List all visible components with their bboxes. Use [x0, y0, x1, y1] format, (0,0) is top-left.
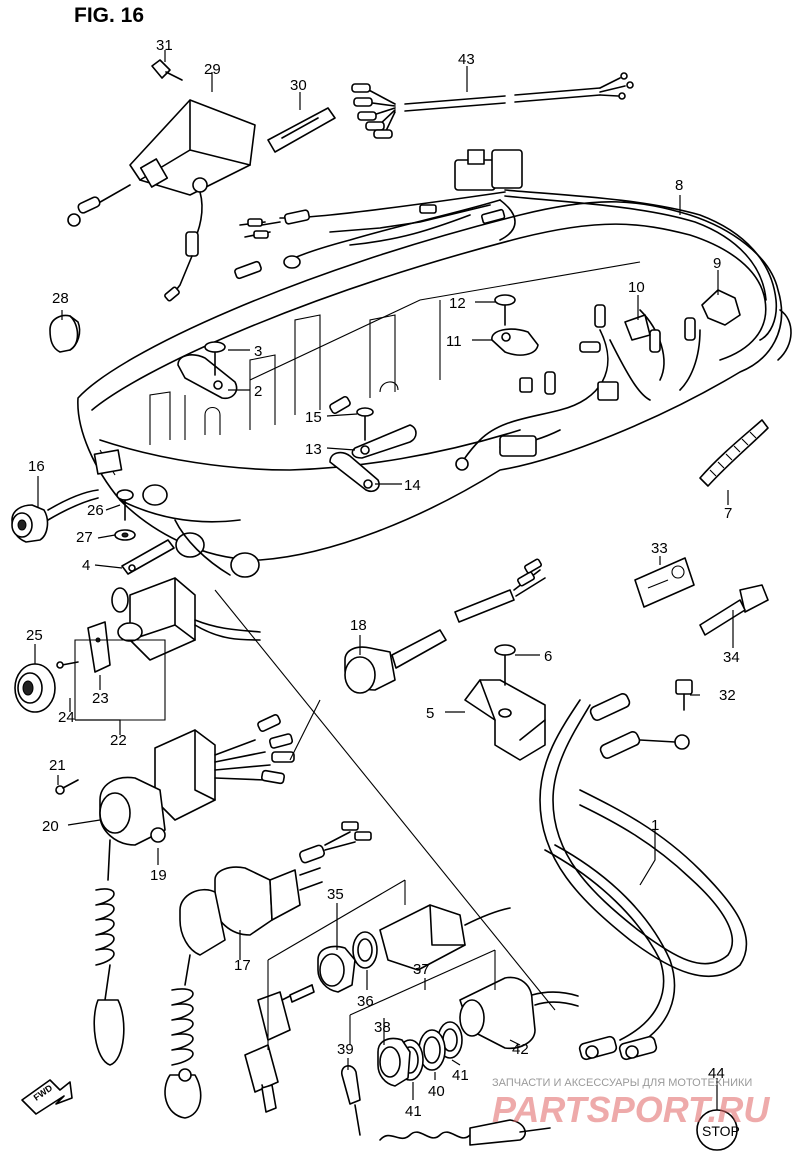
callout-13: 13 — [305, 441, 322, 458]
plate-4 — [121, 539, 175, 575]
leader-lines — [34, 50, 734, 1110]
callout-15: 15 — [305, 409, 322, 426]
grommet — [11, 489, 99, 543]
callout-20: 20 — [42, 818, 59, 835]
clamp — [177, 354, 238, 400]
warning-label — [634, 557, 695, 608]
callout-21: 21 — [49, 757, 66, 774]
callout-7: 7 — [724, 505, 732, 522]
callout-18: 18 — [350, 617, 367, 634]
bottom-cowling — [77, 201, 792, 578]
callout-44: 44 — [708, 1065, 725, 1082]
callout-14: 14 — [404, 477, 421, 494]
screw-21 — [55, 779, 79, 795]
cdi-unit — [67, 99, 256, 302]
callout-4: 4 — [82, 557, 90, 574]
callout-37: 37 — [413, 961, 430, 978]
stop-plate: STOP — [696, 1109, 740, 1151]
callout-24: 24 — [58, 709, 75, 726]
callout-41-lower: 41 — [405, 1103, 422, 1120]
key-switch — [164, 821, 372, 1119]
callout-25: 25 — [26, 627, 43, 644]
bolt-34 — [699, 584, 769, 636]
nut-35 — [317, 945, 356, 993]
lanyard-39 — [341, 1065, 551, 1146]
washer-27 — [114, 529, 136, 541]
callout-34: 34 — [723, 649, 740, 666]
callout-17: 17 — [234, 957, 251, 974]
callout-5: 5 — [426, 705, 434, 722]
callout-36: 36 — [357, 993, 374, 1010]
key-a — [257, 984, 315, 1041]
clamp-screw — [204, 341, 226, 376]
callout-39: 39 — [337, 1041, 354, 1058]
switch-body — [379, 904, 511, 971]
cdi-bolt — [151, 59, 183, 81]
cdi-bracket — [267, 107, 336, 153]
forward-arrow: FWD — [21, 1079, 73, 1115]
key-b — [244, 1044, 279, 1113]
protector-tube — [699, 419, 769, 487]
callout-30: 30 — [290, 77, 307, 94]
callout-28: 28 — [52, 290, 69, 307]
bolt-32 — [675, 679, 693, 711]
extension-harness — [351, 72, 634, 139]
callout-11: 11 — [446, 333, 462, 350]
harness-clamp — [491, 328, 539, 356]
watermark-brand: PARTSPORT.RU — [492, 1089, 770, 1130]
screw-6 — [494, 644, 516, 686]
choke-wire — [454, 558, 546, 623]
switch-knob — [87, 621, 111, 673]
callout-2: 2 — [254, 383, 262, 400]
callout-33: 33 — [651, 540, 668, 557]
nut-38 — [377, 1037, 411, 1087]
callout-35: 35 — [327, 886, 344, 903]
screw-26 — [116, 489, 134, 521]
switch-cap — [14, 663, 56, 713]
stop-plate-text: STOP — [702, 1123, 740, 1139]
callout-29: 29 — [204, 61, 221, 78]
choke-knob — [344, 629, 447, 694]
harness-clamp-screw — [494, 294, 516, 326]
watermark-caption: ЗАПЧАСТИ И АКСЕССУАРЫ ДЛЯ МОТОТЕХНИКИ — [492, 1077, 752, 1089]
stop-switch — [93, 714, 295, 1066]
watermark: ЗАПЧАСТИ И АКСЕССУАРЫ ДЛЯ МОТОТЕХНИКИ PA… — [492, 1077, 770, 1130]
clamp-screw-15 — [356, 407, 374, 441]
callout-12: 12 — [449, 295, 466, 312]
cord-clamp-13 — [351, 424, 417, 459]
callout-19: 19 — [150, 867, 167, 884]
knob-screw — [56, 661, 79, 669]
callout-42: 42 — [512, 1041, 529, 1058]
callout-27: 27 — [76, 529, 93, 546]
battery-cable — [519, 693, 748, 1061]
cord-clamp-14 — [329, 451, 380, 493]
callout-8: 8 — [675, 177, 683, 194]
callout-43: 43 — [458, 51, 475, 68]
washer-40 — [418, 1029, 446, 1071]
callout-1: 1 — [651, 817, 659, 834]
callout-26: 26 — [87, 502, 104, 519]
callout-9: 9 — [713, 255, 721, 272]
wire-harness — [234, 149, 778, 471]
bracket-5 — [464, 679, 546, 761]
callout-41-upper: 41 — [452, 1067, 469, 1084]
callout-23: 23 — [92, 690, 109, 707]
callout-10: 10 — [628, 279, 645, 296]
callout-3: 3 — [254, 343, 262, 360]
blanking-plug — [49, 314, 81, 353]
callout-16: 16 — [28, 458, 45, 475]
callout-31: 31 — [156, 37, 173, 54]
callout-32: 32 — [719, 687, 736, 704]
callout-22: 22 — [110, 732, 127, 749]
stop-switch-42 — [459, 976, 579, 1050]
callout-40: 40 — [428, 1083, 445, 1100]
callout-38: 38 — [374, 1019, 391, 1036]
callout-labels: 1 2 3 4 5 6 7 8 9 10 11 12 13 14 15 16 1… — [26, 37, 740, 1120]
figure-title: FIG. 16 — [74, 4, 144, 27]
callout-6: 6 — [544, 648, 552, 665]
washer-36 — [352, 931, 378, 969]
